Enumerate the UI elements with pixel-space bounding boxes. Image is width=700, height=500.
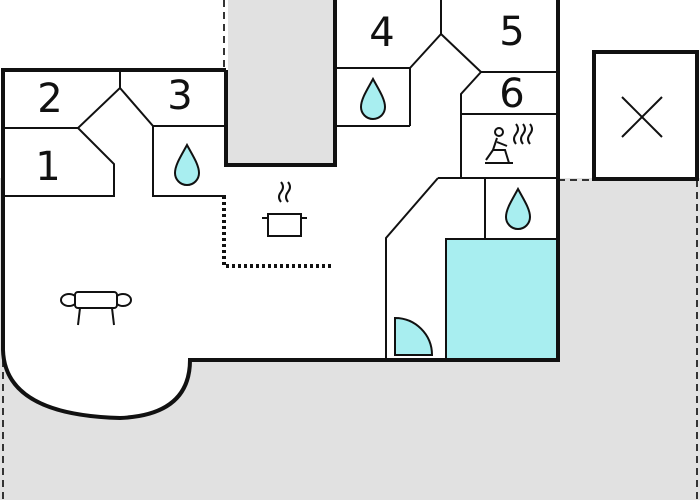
room-number-3: 3 bbox=[167, 73, 192, 119]
water-drop-icon bbox=[173, 142, 201, 186]
shower-quarter-circle-icon bbox=[394, 316, 434, 356]
water-drop-icon bbox=[359, 76, 387, 120]
room-number-5: 5 bbox=[499, 9, 524, 55]
x-box-icon bbox=[592, 50, 699, 181]
building-floor bbox=[3, 0, 558, 418]
exterior-wall-top bbox=[224, 0, 337, 167]
room-number-6: 6 bbox=[499, 71, 524, 117]
room-number-2: 2 bbox=[37, 76, 62, 122]
exterior-wall bbox=[1, 0, 560, 421]
water-drop-icon bbox=[504, 186, 532, 230]
room-number-1: 1 bbox=[35, 144, 60, 190]
sauna-icon bbox=[485, 123, 533, 164]
pool bbox=[445, 238, 559, 361]
courtyard-top bbox=[228, 0, 333, 165]
sofa-icon bbox=[60, 291, 132, 326]
interior-walls bbox=[3, 0, 558, 360]
cooking-pot-icon bbox=[262, 181, 307, 237]
room-number-4: 4 bbox=[369, 10, 394, 56]
